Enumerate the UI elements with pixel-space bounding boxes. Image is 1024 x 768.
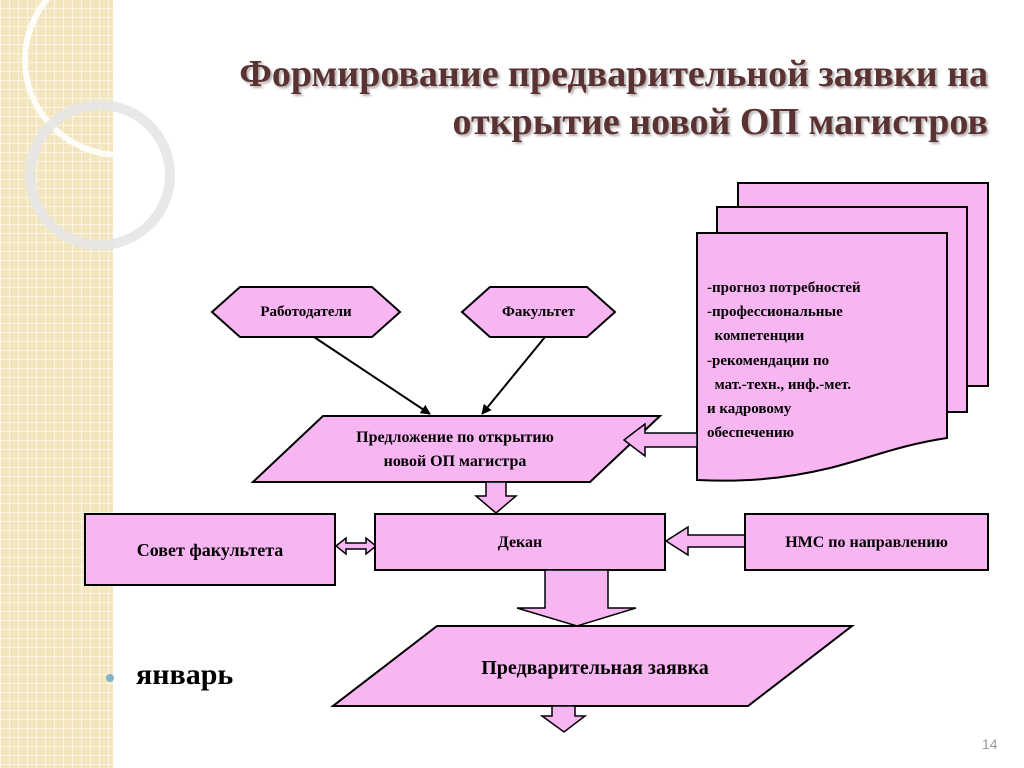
- arrow-dean-to-application: [516, 569, 637, 627]
- bullet-text: январь: [136, 658, 234, 691]
- employers-node: [210, 286, 402, 338]
- arrow-nms-to-dean: [664, 525, 746, 557]
- proposal-label-line-2: новой ОП магистра: [383, 453, 527, 470]
- bullet-dot: [106, 674, 114, 682]
- nms-box: [744, 513, 989, 571]
- arrow-proposal-to-dean: [473, 481, 519, 514]
- preliminary-application-label: Предварительная заявка: [481, 657, 709, 679]
- document-line: -профессиональные: [707, 304, 843, 321]
- council-box: [84, 513, 336, 586]
- arrow-document-to-proposal: [622, 422, 698, 458]
- employers-label: Работодатели: [260, 304, 352, 320]
- ring-2: [25, 100, 175, 250]
- preliminary-application-node: [330, 625, 855, 707]
- proposal-node: [250, 415, 663, 483]
- document-line: компетенции: [707, 328, 805, 345]
- document-line: мат.-техн., инф.-мет.: [707, 376, 852, 393]
- arrow-application-out: [539, 705, 588, 733]
- document-line: обеспечению: [707, 425, 795, 442]
- dean-box: [374, 513, 666, 571]
- dean-label: Декан: [497, 534, 543, 551]
- document-line: -прогноз потребностей: [707, 280, 861, 296]
- slide-title-line-2: открытие новой ОП магистров: [452, 101, 989, 143]
- faculty-node: [460, 286, 617, 338]
- decorative-rings: [22, 0, 200, 250]
- proposal-label-line-1: Предложение по открытию: [356, 429, 554, 446]
- nms-label: НМС по направлению: [785, 534, 948, 551]
- ring-1: [22, 0, 200, 158]
- document-front-sheet: [696, 232, 948, 482]
- council-label: Совет факультета: [136, 540, 284, 560]
- document-line: -рекомендации по: [707, 352, 830, 369]
- double-arrow-council-dean: [334, 536, 378, 556]
- slide-title-line-1: Формирование предварительной заявки на: [239, 53, 988, 95]
- document-text: -прогноз потребностей -профессиональные …: [707, 276, 947, 445]
- document-line: и кадровому: [707, 401, 792, 418]
- faculty-label: Факультет: [501, 304, 576, 320]
- slide-number: 14: [982, 736, 998, 752]
- arrow-faculty-to-proposal: [481, 336, 546, 415]
- arrow-employers-to-proposal: [313, 336, 431, 415]
